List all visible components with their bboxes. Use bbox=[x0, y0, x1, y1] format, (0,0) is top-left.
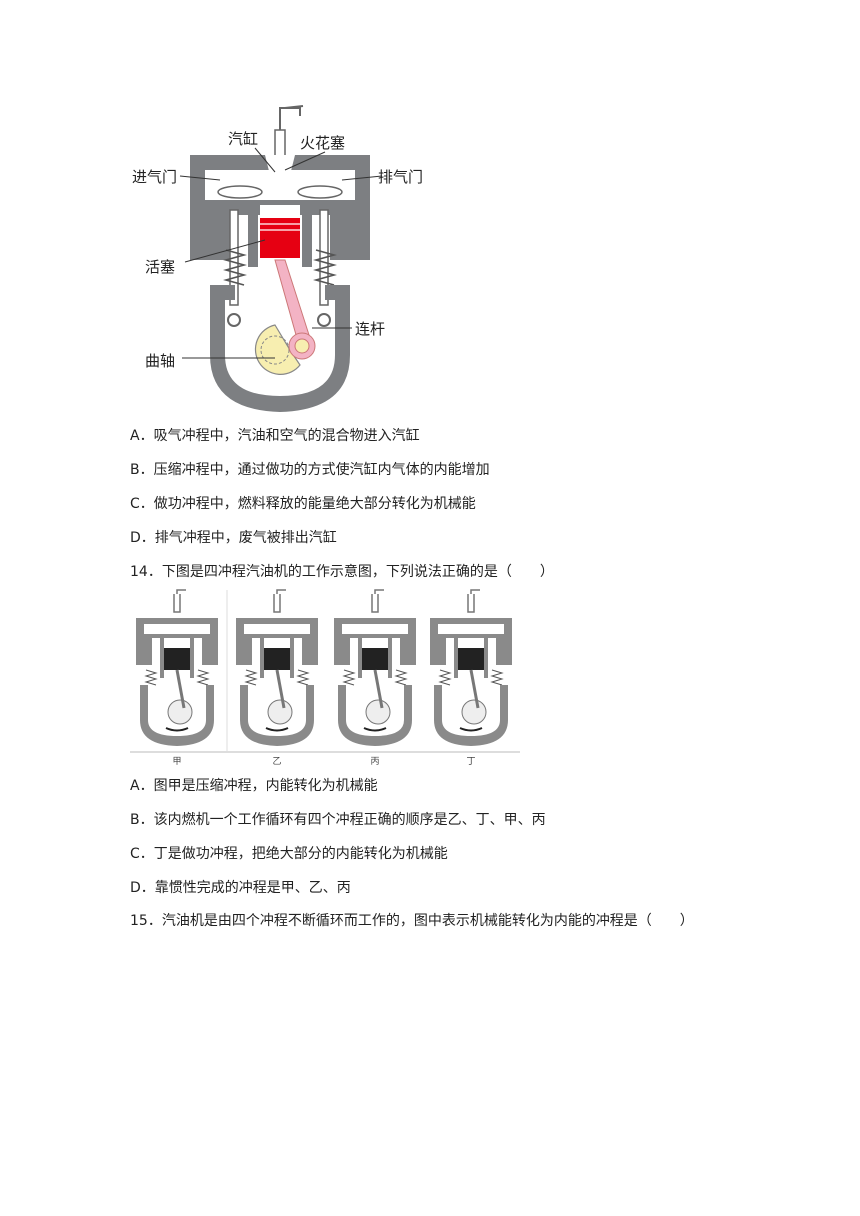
caption-bing: 丙 bbox=[370, 757, 380, 767]
label-piston: 活塞 bbox=[145, 258, 176, 276]
q13-option-a: A．吸气冲程中，汽油和空气的混合物进入汽缸 bbox=[130, 428, 420, 444]
label-connecting-rod: 连杆 bbox=[355, 320, 386, 338]
caption-yi: 乙 bbox=[272, 757, 282, 767]
label-spark-plug: 火花塞 bbox=[300, 134, 346, 152]
q14-option-d: D．靠惯性完成的冲程是甲、乙、丙 bbox=[130, 880, 351, 896]
stroke-diagrams: 甲 乙 丙 丁 bbox=[128, 588, 520, 770]
q13-option-c: C．做功冲程中，燃料释放的能量绝大部分转化为机械能 bbox=[130, 496, 476, 512]
engine-diagram: 汽缸 火花塞 进气门 排气门 活塞 连杆 曲轴 bbox=[120, 100, 450, 420]
label-crankshaft: 曲轴 bbox=[145, 352, 176, 370]
q13-option-d: D．排气冲程中，废气被排出汽缸 bbox=[130, 530, 337, 546]
label-intake-valve: 进气门 bbox=[132, 168, 178, 186]
q14-stem: 14．下图是四冲程汽油机的工作示意图，下列说法正确的是（ ） bbox=[130, 564, 554, 580]
q13-option-b: B．压缩冲程中，通过做功的方式使汽缸内气体的内能增加 bbox=[130, 462, 490, 478]
stroke-diagrams-graphic bbox=[128, 588, 520, 753]
q14-option-a: A．图甲是压缩冲程，内能转化为机械能 bbox=[130, 778, 378, 794]
engine-diagram-graphic bbox=[179, 105, 383, 412]
label-cylinder: 汽缸 bbox=[228, 130, 259, 148]
label-exhaust-valve: 排气门 bbox=[378, 168, 424, 186]
caption-ding: 丁 bbox=[466, 757, 476, 767]
caption-jia: 甲 bbox=[172, 757, 182, 767]
q14-option-b: B．该内燃机一个工作循环有四个冲程正确的顺序是乙、丁、甲、丙 bbox=[130, 812, 546, 828]
q14-option-c: C．丁是做功冲程，把绝大部分的内能转化为机械能 bbox=[130, 846, 448, 862]
q15-stem: 15．汽油机是由四个冲程不断循环而工作的，图中表示机械能转化为内能的冲程是（ ） bbox=[130, 913, 694, 929]
